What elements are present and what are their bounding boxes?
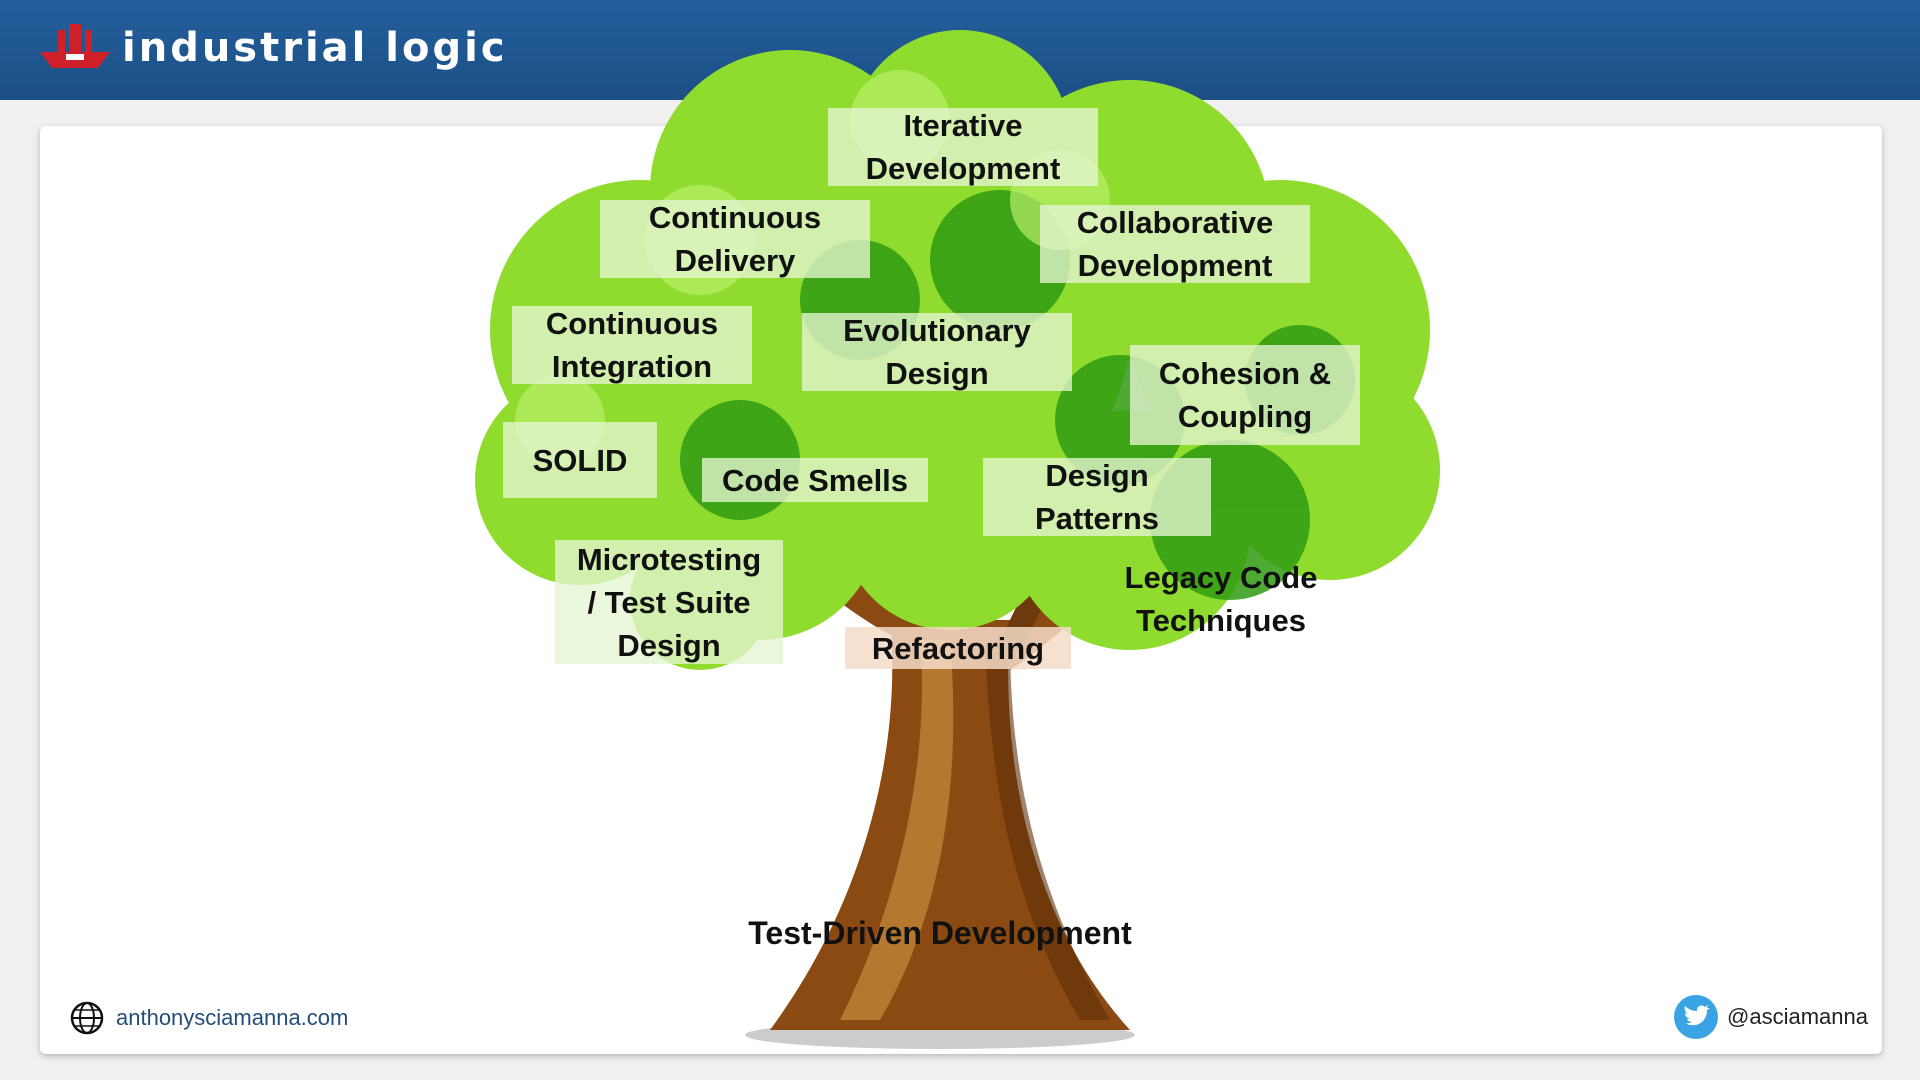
website-link[interactable]: anthonysciamanna.com <box>116 1005 349 1030</box>
label-continuous-integration: Continuous Integration <box>512 306 752 384</box>
label-continuous-delivery: Continuous Delivery <box>600 200 870 278</box>
label-collaborative-development: Collaborative Development <box>1040 205 1310 283</box>
label-design-patterns: Design Patterns <box>983 458 1211 536</box>
label-legacy-code-techniques: Legacy Code Techniques <box>1124 560 1318 638</box>
label-solid: SOLID <box>503 422 657 498</box>
label-microtesting: Microtesting / Test Suite Design <box>555 540 783 664</box>
brand-name: industrial logic <box>122 25 508 71</box>
globe-icon <box>70 1001 104 1035</box>
industrial-logic-logo-icon <box>40 24 110 68</box>
label-code-smells: Code Smells <box>702 458 928 502</box>
label-iterative-development: Iterative Development <box>828 108 1098 186</box>
label-cohesion-coupling: Cohesion & Coupling <box>1130 345 1360 445</box>
twitter-handle[interactable]: @asciamanna <box>1727 1004 1868 1029</box>
footer-twitter[interactable]: @asciamanna <box>1673 994 1868 1040</box>
label-evolutionary-design: Evolutionary Design <box>802 313 1072 391</box>
twitter-bird-icon <box>1674 995 1719 1039</box>
label-refactoring: Refactoring <box>845 627 1071 669</box>
tree-caption: Test-Driven Development <box>748 915 1132 951</box>
footer-website[interactable]: anthonysciamanna.com <box>70 1000 348 1036</box>
